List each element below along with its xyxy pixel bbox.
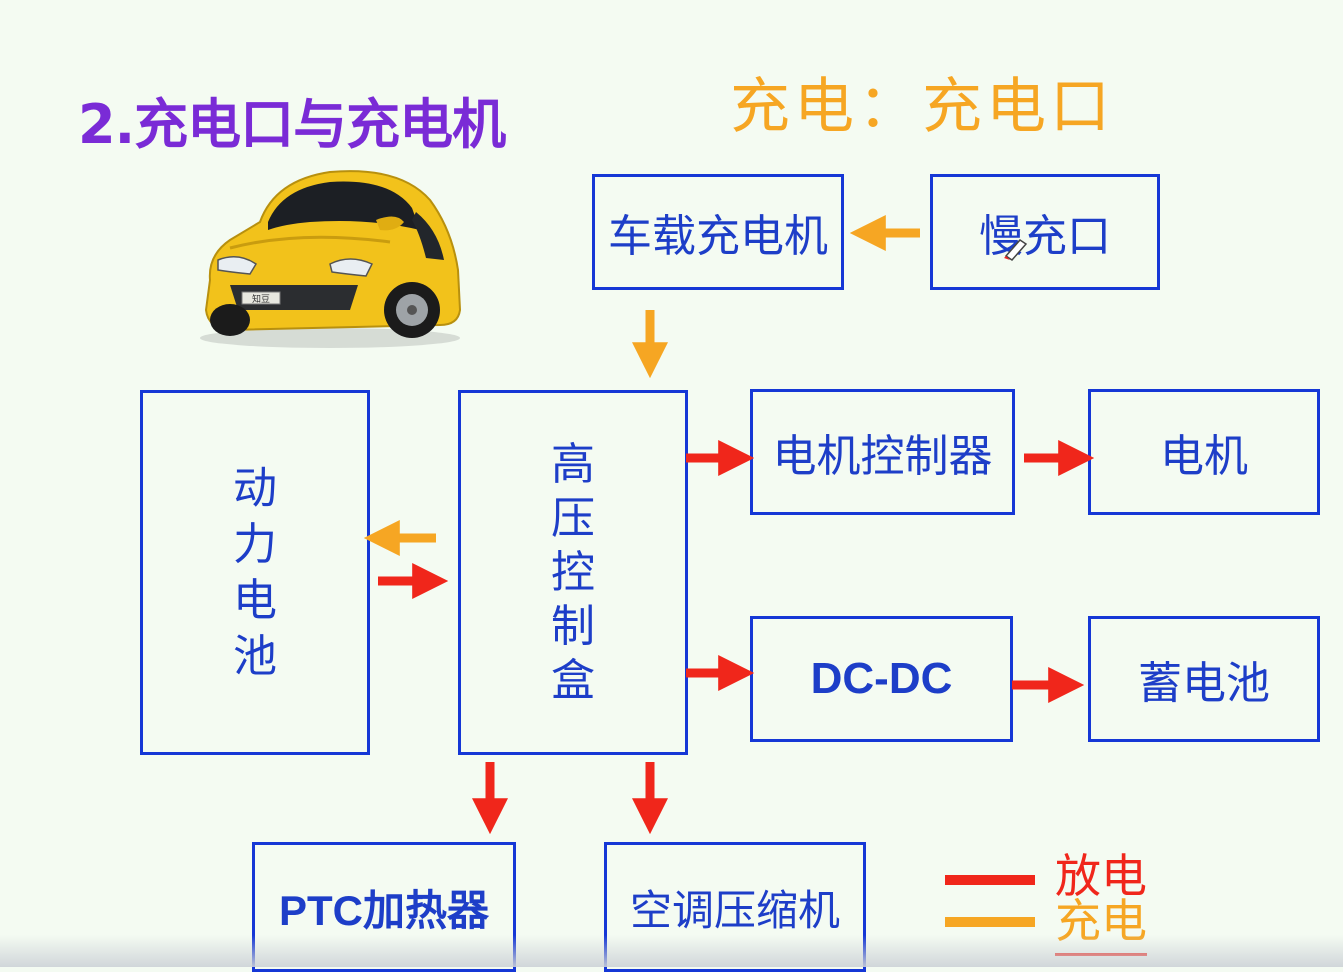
aux-battery-label: 蓄电池: [1138, 658, 1270, 709]
yellow-car-image: 知豆: [200, 170, 462, 348]
power-battery-char: 力: [233, 518, 277, 570]
pen-cursor-icon: [1004, 239, 1028, 261]
power-battery-char: 电: [233, 574, 277, 626]
power-battery-char: 动: [233, 462, 277, 514]
dcdc-box: DC-DC: [750, 616, 1013, 742]
motor-controller-box: 电机控制器: [750, 389, 1015, 515]
car-plate-text: 知豆: [252, 293, 270, 305]
bottom-edge-fade: [0, 935, 1343, 967]
hv-box-char: 盒: [551, 654, 595, 706]
power-battery-char: 池: [233, 630, 277, 682]
aux-battery-box: 蓄电池: [1088, 616, 1320, 742]
slow-charge-port-box: 慢充口: [930, 174, 1160, 290]
ptc-heater-label: PTC加热器: [278, 886, 489, 934]
hv-box-char: 控: [551, 546, 595, 598]
hv-control-box: 高 压 控 制 盒: [458, 390, 688, 755]
motor-label: 电机: [1160, 431, 1248, 482]
power-battery-box: 动 力 电 池: [140, 390, 370, 755]
onboard-charger-box: 车载充电机: [592, 174, 844, 290]
onboard-charger-label: 车载充电机: [608, 211, 828, 262]
hv-box-char: 高: [551, 438, 595, 490]
page-title: 2.充电口与充电机: [78, 93, 506, 156]
motor-controller-label: 电机控制器: [772, 431, 993, 482]
hv-box-char: 压: [551, 492, 595, 544]
hv-box-char: 制: [551, 600, 595, 652]
legend-discharge-label: 放电: [1055, 849, 1147, 903]
page-subtitle: 充电：充电口: [730, 72, 1114, 142]
pen-tip-icon: [1004, 256, 1010, 260]
slow-charge-port-label: 慢充口: [979, 211, 1111, 262]
ac-compressor-label: 空调压缩机: [629, 885, 840, 935]
dcdc-label: DC-DC: [810, 654, 953, 703]
